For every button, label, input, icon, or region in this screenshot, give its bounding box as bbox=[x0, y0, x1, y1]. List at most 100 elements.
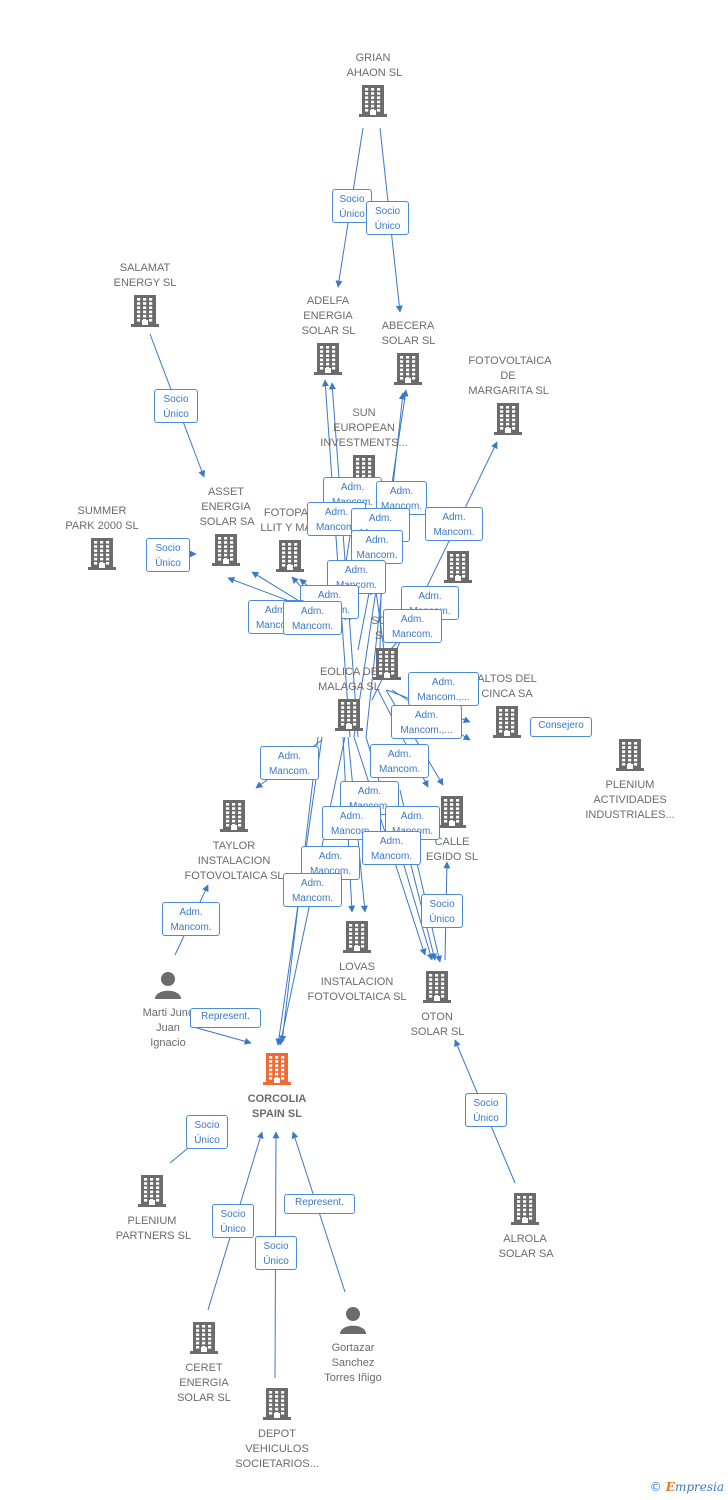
building-icon bbox=[616, 737, 644, 776]
relation-label[interactable]: Adm.Mancom. bbox=[283, 873, 342, 907]
node-label-line: ENERGIA bbox=[303, 310, 353, 322]
relation-label[interactable]: Represent. bbox=[284, 1194, 355, 1214]
relation-label-line: Socio bbox=[374, 206, 400, 217]
node-label-line: CALLE bbox=[434, 836, 470, 848]
node-label-line: FOTOVOLTAICA SL bbox=[307, 991, 407, 1003]
relation-label-line: Consejero bbox=[538, 720, 584, 731]
company-node-fotopar[interactable]: FOTOPAR LLIT Y MAR bbox=[257, 506, 323, 577]
relation-label[interactable]: Adm.Mancom. bbox=[162, 902, 220, 936]
relation-label[interactable]: Represent. bbox=[190, 1008, 261, 1028]
node-label-line: SOLAR SL bbox=[177, 1392, 231, 1404]
node-label-line: ASSET bbox=[207, 486, 245, 498]
relation-label-line: Adm. bbox=[339, 811, 364, 822]
relation-label[interactable]: Adm.Mancom. bbox=[283, 601, 342, 635]
relation-label-line: Único bbox=[473, 1113, 499, 1124]
node-label-line: CERET bbox=[185, 1362, 223, 1374]
building-icon bbox=[262, 1386, 291, 1425]
relation-label-line: Mancom. bbox=[255, 620, 298, 631]
relation-label[interactable]: Adm.Mancom. bbox=[383, 609, 442, 643]
relation-label[interactable]: Adm.Mancom.,... bbox=[408, 672, 479, 706]
node-label-line: ALROLA bbox=[503, 1233, 547, 1245]
node-label-line: MALAGA SL bbox=[318, 681, 380, 693]
building-icon bbox=[493, 401, 522, 440]
company-node-abecera[interactable]: ABECERA SOLAR SL bbox=[382, 319, 435, 390]
node-label-line: INSTALACION bbox=[320, 976, 394, 988]
relation-label[interactable]: Adm.Mancom. bbox=[351, 530, 403, 564]
building-icon bbox=[393, 351, 422, 390]
node-label: ALROLA SOLAR SA bbox=[498, 1232, 554, 1262]
node-label-line: VEHICULOS bbox=[245, 1443, 309, 1455]
node-label-line: OTON bbox=[421, 1011, 453, 1023]
relation-label-line: Adm. bbox=[318, 851, 343, 862]
node-label-line: CINCA SA bbox=[481, 688, 533, 700]
node-label-line: PLENIUM bbox=[605, 779, 655, 791]
relation-label-line: Socio bbox=[263, 1241, 289, 1252]
relation-label[interactable]: Adm.Mancom.,... bbox=[391, 705, 462, 739]
relation-label-line: Único bbox=[374, 221, 401, 232]
building-icon bbox=[131, 293, 159, 332]
company-node-alrola[interactable]: ALROLA SOLAR SA bbox=[498, 1191, 554, 1262]
relation-label-line: Mancom. bbox=[309, 866, 352, 877]
node-label-line: SOLAR SL bbox=[381, 335, 436, 347]
node-label-line: ABECERA bbox=[381, 320, 435, 332]
relation-label[interactable]: Adm.Mancom. bbox=[362, 831, 421, 865]
relation-label-line: Mancom. bbox=[356, 550, 398, 561]
relation-edge bbox=[357, 587, 373, 651]
relation-label-line: Único bbox=[155, 558, 181, 569]
company-node-unnamed[interactable] bbox=[438, 547, 478, 588]
relation-label-line: Adm. bbox=[389, 486, 414, 497]
node-label-line: EUROPEAN bbox=[333, 422, 395, 434]
node-label-line: LLIT Y MAR bbox=[260, 522, 320, 534]
relation-label-line: Mancom. bbox=[170, 922, 212, 933]
node-label-line: FOTOPAR bbox=[263, 507, 317, 519]
relation-label-line: Mancom. bbox=[315, 522, 358, 533]
relation-label[interactable]: Adm.Mancom. bbox=[370, 744, 429, 778]
relation-label-line: Adm. bbox=[324, 507, 349, 518]
relation-label-line: Único bbox=[429, 914, 455, 925]
node-label-line: SOLAR SA bbox=[498, 1248, 554, 1260]
relation-label[interactable]: Adm.Mancom. bbox=[260, 746, 319, 780]
relation-label-line: Único bbox=[194, 1135, 220, 1146]
node-label-line: SOLAR SL bbox=[301, 325, 356, 337]
relation-label-line: Mancom. bbox=[433, 527, 475, 538]
relation-label[interactable]: Consejero bbox=[530, 717, 592, 737]
node-label: FOTOPAR LLIT Y MAR bbox=[257, 506, 323, 536]
relation-label[interactable]: Adm.Mancom. bbox=[425, 507, 483, 541]
